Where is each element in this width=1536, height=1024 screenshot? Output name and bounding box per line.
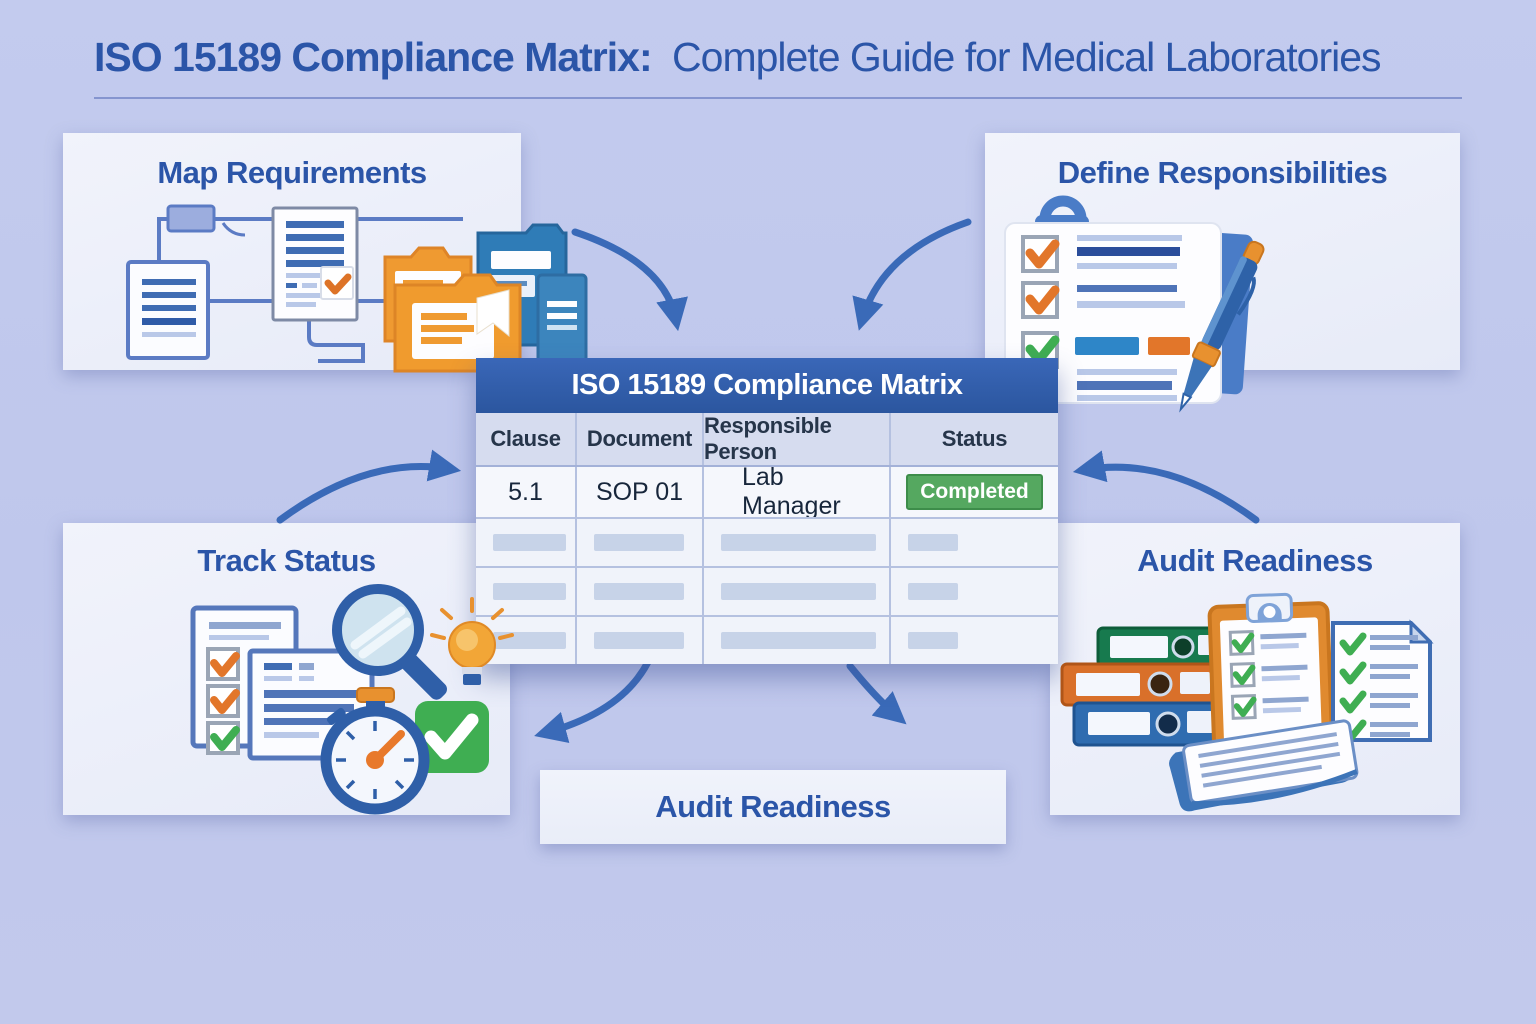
column-header-status: Status [941,426,1008,451]
placeholder-bar [908,534,958,551]
placeholder-bar [594,632,684,649]
panel-track-heading: Track Status [197,543,376,578]
placeholder-bar [721,534,876,551]
file-blue-icon [536,273,588,369]
folder-orange-front-icon [393,273,522,373]
checkbox-orange-icon [206,647,240,681]
placeholder-bar [594,583,684,600]
lightbulb-icon [430,597,514,685]
page-title: ISO 15189 Compliance Matrix: Complete Gu… [94,34,1382,81]
panel-define-heading: Define Responsibilities [1057,155,1388,190]
panel-audit-heading: Audit Readiness [1137,543,1373,578]
pen-clip [1236,276,1256,316]
checklist-card-icon [1004,222,1222,404]
table-row: 5.1 SOP 01 Lab Manager Completed [476,467,1058,519]
status-badge: Completed [906,474,1043,510]
panel-map-heading: Map Requirements [157,155,427,190]
table-row-placeholder [476,617,1058,664]
audit-readiness-illustration [1060,592,1434,812]
monitor-stand [307,320,365,363]
page-title-strong: ISO 15189 Compliance Matrix: [94,34,653,80]
placeholder-bar [908,632,958,649]
define-responsibilities-illustration [1004,195,1265,413]
map-requirements-illustration [126,204,588,373]
cell-responsible: Lab Manager [704,467,891,517]
cell-clause: 5.1 [476,467,577,517]
column-header-responsible: Responsible Person [704,413,891,465]
clipboard-icon [1207,592,1335,761]
notebook-icon [1169,719,1359,812]
placeholder-bar [721,632,876,649]
check-card-icon [320,266,354,300]
blue-button-bar [1075,337,1139,355]
checkbox-orange-icon [206,684,240,718]
matrix-column-header-row: Clause Document Responsible Person Statu… [476,413,1058,467]
matrix-title: ISO 15189 Compliance Matrix [476,358,1058,413]
column-header-clause: Clause [476,413,577,465]
clipboard-clip-icon [1245,592,1294,624]
document-icon [126,260,210,360]
binder-green-icon [1096,626,1222,668]
pen-icon [1179,240,1265,413]
checkbox-orange-icon [1021,281,1060,319]
checked-document-icon [271,206,359,322]
stopwatch-icon [320,687,430,815]
arrow-matrix-to-bottom-left [534,658,652,744]
placeholder-bar [493,534,566,551]
cell-document: SOP 01 [577,467,704,517]
checkbox-green-icon [1228,630,1307,656]
binder-orange-icon [1060,662,1216,707]
bookmark-check-icon [476,289,510,338]
placeholder-bar [721,583,876,600]
flowchart-node-icon [166,204,216,233]
placeholder-bar [594,534,684,551]
checkbox-green-icon [1230,693,1309,720]
magnifier-icon [332,584,447,700]
placeholder-bar [908,583,958,600]
arrow-map-to-matrix [571,228,688,332]
page-title-regular: Complete Guide for Medical Laboratories [672,34,1381,80]
compliance-matrix-table: ISO 15189 Compliance Matrix Clause Docum… [476,358,1058,664]
arrow-track-to-matrix [276,449,462,524]
orange-button-bar [1148,337,1190,355]
checkbox-orange-icon [1021,235,1060,273]
column-header-document: Document [577,413,704,465]
arrow-define-to-matrix [852,218,972,331]
checkbox-green-icon [206,721,240,755]
arrow-audit-to-matrix [1072,450,1260,524]
placeholder-bar [493,583,566,600]
table-row-placeholder [476,568,1058,617]
bottom-audit-readiness-label: Audit Readiness [540,770,1006,844]
checklist-sheet-icon [1331,619,1434,743]
cell-status: Completed [891,467,1058,517]
title-underline [94,97,1462,99]
table-row-placeholder [476,519,1058,568]
arrow-matrix-to-bottom-right [846,662,907,725]
check-badge-icon [415,701,489,773]
binder-blue-icon [1072,701,1226,747]
track-status-illustration [190,584,514,815]
checkbox-green-icon [1229,662,1308,688]
